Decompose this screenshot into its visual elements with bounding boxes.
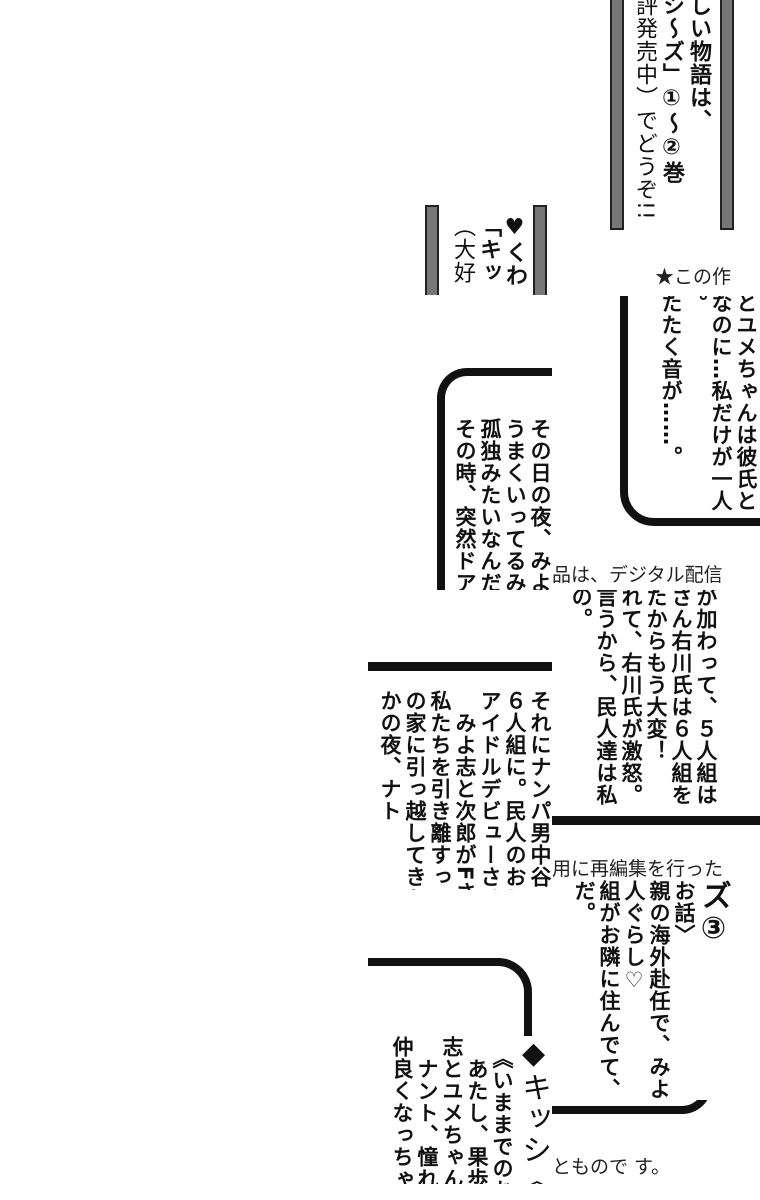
panel-divider xyxy=(552,816,760,825)
text-line: 親の海外赴任で、みよ xyxy=(647,880,671,1100)
panel-divider xyxy=(368,662,552,671)
text-line: れて、右川氏が激怒。 xyxy=(619,590,643,806)
text-line: なのに…私だけが一人 xyxy=(709,296,733,512)
text-line: （大好 xyxy=(450,215,475,284)
text-line: アイドルデビューさせ xyxy=(478,690,502,890)
text-line: 私たちを引き離すって xyxy=(428,690,452,890)
text-line: 組がお隣に住んでて、 xyxy=(597,880,621,1100)
text-line: 孤独みたいなんだもの xyxy=(478,418,502,590)
text-line: の。 xyxy=(569,590,593,630)
small-box-fragment: ♥くわ 「キッ （大好 xyxy=(425,205,549,295)
top-box-fragment: しい物語は、 シ〜ズ」①〜②巻 評発売中）でどうぞ!! xyxy=(610,0,736,232)
text-line: 。 xyxy=(684,296,708,314)
box-border-right xyxy=(533,205,547,295)
speech-box-border xyxy=(368,958,532,1098)
text-line: の家に引っ越してきた xyxy=(403,690,427,890)
text-line: それにナンパ男中谷 xyxy=(528,690,552,888)
text-line: みよ志と次郎がFさ xyxy=(453,690,477,890)
text-line: ナント、憧れの５人 xyxy=(415,1036,439,1184)
text-line: 《いままでのお xyxy=(490,1036,514,1184)
text-line: 「キッ xyxy=(476,215,501,284)
text-line: かの夜、ナト xyxy=(378,690,402,822)
door-fragment: その日の夜、みよ志 うまくいってるみたい 孤独みたいなんだもの その時、突然ドア… xyxy=(435,368,552,590)
text-line: しい物語は、 xyxy=(686,0,711,132)
box-border-left xyxy=(610,0,624,230)
kiss-fragment: ◆キッシ《 《いままでのお あたし、果歩！父 志とユメちゃんと、３ ナント、憧れ… xyxy=(368,958,552,1184)
notice-line-1: ★この作 xyxy=(655,262,732,289)
speech-box-border xyxy=(620,296,760,526)
text-line: 仲良くなっちゃったん xyxy=(390,1036,414,1184)
text-line: たからもう大変！ xyxy=(644,590,668,762)
idol-fragment: それにナンパ男中谷 ６人組に。民人のおじ アイドルデビューさせ みよ志と次郎がF… xyxy=(368,600,552,890)
box-border-left xyxy=(425,205,439,295)
series-title: ◆キッシ《 xyxy=(514,1036,552,1184)
text-line: お話〉 xyxy=(672,880,696,946)
text-line: だ。 xyxy=(572,880,596,924)
text-line: 言うから、民人達は私 xyxy=(594,590,618,806)
text-line: シ〜ズ」①〜②巻 xyxy=(659,0,684,184)
notice-line-4: ともので す。 xyxy=(552,1152,671,1179)
notice-line-2: 品は、デジタル配信 xyxy=(552,560,760,587)
text-line: たたく音が……。 xyxy=(659,296,683,468)
volume3-fragment: ズ③ お話〉 親の海外赴任で、みよ 人ぐらし♡ 組がお隣に住んでて、 だ。 xyxy=(552,880,760,1120)
text-line: その日の夜、みよ志 xyxy=(528,418,552,590)
text-line: 評発売中）でどうぞ!! xyxy=(632,0,657,221)
text-line: とユメちゃんは彼氏と xyxy=(734,296,758,512)
text-line: ６人組に。民人のおじ xyxy=(503,690,527,890)
group-fragment: が加わって、５人組は さん右川氏は６人組を たからもう大変！ れて、右川氏が激怒… xyxy=(552,590,760,830)
text-line: ♥くわ xyxy=(502,215,527,287)
notice-line-3: 用に再編集を行った xyxy=(552,854,760,881)
text-line: 志とユメちゃんと、３ xyxy=(440,1036,464,1184)
volume-title: ズ③ xyxy=(696,880,731,1100)
text-line: あたし、果歩！父 xyxy=(465,1036,489,1184)
text-line: が加わって、５人組は xyxy=(694,590,718,806)
night-fragment: とユメちゃんは彼氏と なのに…私だけが一人 。 たたく音が……。 xyxy=(555,296,760,528)
text-line: さん右川氏は６人組を xyxy=(669,590,693,806)
text-line: うまくいってるみたい xyxy=(503,418,527,590)
text-line: 人ぐらし♡ xyxy=(622,880,646,993)
text-line: その時、突然ドアを xyxy=(453,418,477,590)
box-border-right xyxy=(720,0,734,230)
speech-box-border xyxy=(437,368,552,590)
